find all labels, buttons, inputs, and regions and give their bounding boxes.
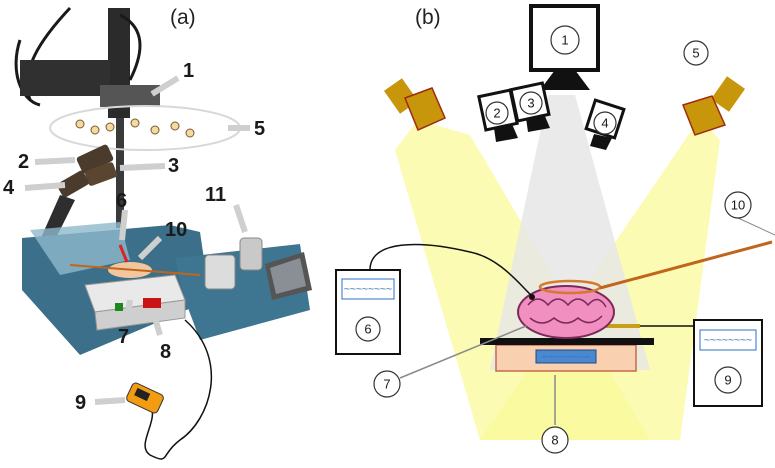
optical-fiber xyxy=(599,240,773,290)
main-camera-body xyxy=(529,4,600,72)
pump-canister xyxy=(239,237,263,271)
main-camera-lens xyxy=(540,70,590,90)
leader-10 xyxy=(737,217,775,236)
thermometer-cable xyxy=(144,319,212,460)
diagram-callout-8: 8 xyxy=(551,433,558,448)
photo-callout-10: 10 xyxy=(165,219,187,241)
photo-callout-1: 1 xyxy=(183,60,194,82)
diagram-callout-1: 1 xyxy=(561,33,568,48)
panel-a-label: (a) xyxy=(170,6,196,29)
side-camera-4 xyxy=(57,170,89,198)
photo-callout-3: 3 xyxy=(168,155,179,177)
temperature-display xyxy=(143,298,161,308)
pump-canister-2 xyxy=(204,254,236,290)
photo-callout-9: 9 xyxy=(75,392,86,414)
power-switch xyxy=(115,303,123,311)
photo-callout-2: 2 xyxy=(18,151,29,173)
left-lamp xyxy=(383,78,446,131)
brain-specimen xyxy=(517,285,615,339)
laser-fiber xyxy=(69,264,201,276)
photo-callout-arrows xyxy=(24,75,250,405)
photo-callout-5: 5 xyxy=(254,118,265,140)
photo-callout-6: 6 xyxy=(116,190,127,212)
overhead-camera-block xyxy=(20,60,110,96)
device-9-display xyxy=(699,329,757,351)
diagram-callout-9: 9 xyxy=(724,373,731,388)
diagram-callout-5: 5 xyxy=(692,46,699,61)
panel-b-schematic: (b) ~~~~~~~ xyxy=(335,4,775,454)
device-6-cable xyxy=(369,243,533,297)
side-camera-3 xyxy=(85,162,117,186)
diagram-callouts: 1 2 3 4 5 6 7 8 9 10 xyxy=(355,25,752,454)
probe-tip xyxy=(118,244,129,263)
heater-sensor xyxy=(535,349,597,364)
specimen-plate xyxy=(480,338,654,345)
diagram-callout-3: 3 xyxy=(527,96,534,111)
mount-plate xyxy=(100,85,160,107)
heating-pad xyxy=(495,344,637,372)
monitor-glass xyxy=(270,258,306,294)
diagram-callout-10: 10 xyxy=(731,198,745,213)
diagram-callout-7: 7 xyxy=(383,377,390,392)
diagram-callout-4: 4 xyxy=(601,116,608,131)
photo-callout-11: 11 xyxy=(205,184,226,206)
side-camera-2 xyxy=(76,144,114,174)
leader-7 xyxy=(399,325,527,379)
photo-callout-numbers: 1 2 3 4 5 6 7 8 9 10 11 xyxy=(3,60,265,414)
panel-b-label: (b) xyxy=(415,6,441,29)
photo-callout-4: 4 xyxy=(3,177,15,199)
drape-highlight xyxy=(30,222,130,275)
right-lamp xyxy=(682,76,746,136)
panel-a-photo: (a) xyxy=(3,6,312,460)
device-6-electrode xyxy=(529,294,535,300)
heater-signal: ~~~~~~~~ xyxy=(542,352,590,363)
photo-callout-8: 8 xyxy=(160,341,171,363)
diagram-callout-6: 6 xyxy=(364,322,371,337)
thermometer-screen xyxy=(134,387,151,402)
photo-callout-7: 7 xyxy=(118,326,129,348)
device-6-signal: ~~~~~~~~ xyxy=(344,284,392,295)
device-9-signal: ~~~~~~~~ xyxy=(704,335,752,346)
device-6-display xyxy=(341,278,395,300)
led-lamps xyxy=(75,118,195,138)
stand-rod xyxy=(116,118,124,228)
diagram-callout-2: 2 xyxy=(493,106,500,121)
